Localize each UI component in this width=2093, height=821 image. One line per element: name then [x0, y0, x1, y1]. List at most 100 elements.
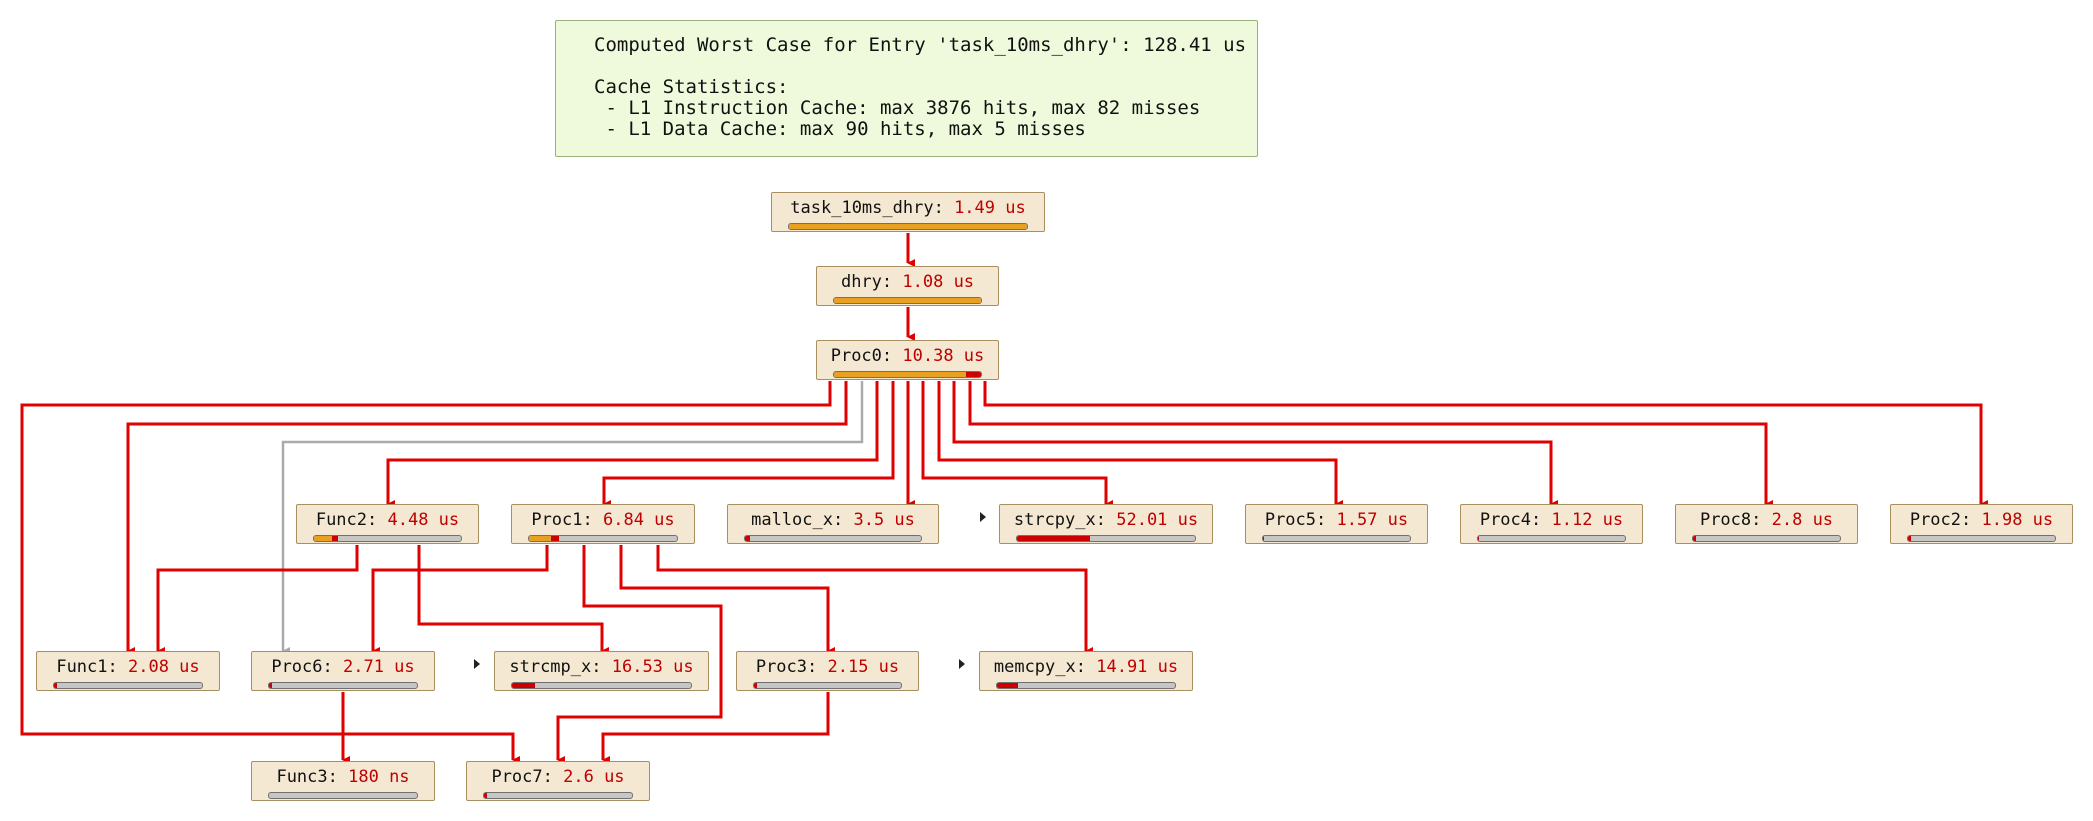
edge-proc0-to-proc8: [968, 381, 1773, 508]
timing-bar: [833, 297, 982, 304]
timing-bar: [788, 223, 1028, 230]
bar-hot-fill: [754, 683, 757, 688]
node-name: task_10ms_dhry: [790, 198, 934, 218]
timing-bar: [268, 682, 418, 689]
bar-hot-fill: [484, 793, 487, 798]
node-time: 1.98 us: [1981, 510, 2054, 530]
node-name: Func2: [315, 510, 368, 530]
timing-bar: [1262, 535, 1411, 542]
node-strcmp_x[interactable]: strcmp_x: 16.53 us: [494, 651, 709, 691]
node-proc8[interactable]: Proc8: 2.8 us: [1675, 504, 1858, 544]
edge-proc0-to-strcpy: [921, 381, 1113, 508]
bar-hot-fill: [331, 536, 338, 541]
node-time: 1.12 us: [1551, 510, 1624, 530]
bar-hot-fill: [512, 683, 536, 688]
bar-hot-fill: [1017, 536, 1090, 541]
node-time: 1.49 us: [954, 198, 1026, 218]
bar-self-fill: [529, 536, 552, 541]
node-func1[interactable]: Func1: 2.08 us: [36, 651, 220, 691]
expand-triangle-icon[interactable]: [474, 659, 480, 669]
node-time: 16.53 us: [611, 657, 694, 677]
wcet-summary-box: Computed Worst Case for Entry 'task_10ms…: [555, 20, 1258, 157]
node-name: dhry: [840, 272, 882, 292]
node-time: 2.6 us: [563, 767, 625, 787]
edge-proc1-to-proc7: [556, 545, 723, 764]
bar-hot-fill: [54, 683, 57, 688]
timing-bar: [833, 371, 982, 378]
node-time: 2.15 us: [827, 657, 900, 677]
edge-func2-to-func1: [156, 545, 359, 655]
node-name: Proc0: [830, 346, 882, 366]
node-time: 2.08 us: [128, 657, 200, 677]
bar-self-fill: [789, 224, 1027, 229]
node-time: 2.8 us: [1771, 510, 1834, 530]
edge-proc0-to-proc2: [983, 381, 1988, 508]
node-memcpy_x[interactable]: memcpy_x: 14.91 us: [979, 651, 1193, 691]
expand-triangle-icon[interactable]: [980, 512, 986, 522]
edge-proc0-to-proc5: [937, 381, 1343, 508]
node-name: Func1: [56, 657, 108, 677]
node-name: Proc8: [1699, 510, 1752, 530]
cache-stats-heading: Cache Statistics:: [594, 76, 789, 98]
l1-instruction-cache-line: - L1 Instruction Cache: max 3876 hits, m…: [594, 97, 1201, 119]
expand-triangle-icon[interactable]: [959, 659, 965, 669]
edge-proc1-to-memcpy: [656, 545, 1093, 655]
node-dhry[interactable]: dhry: 1.08 us: [816, 266, 999, 306]
edge-proc0-to-proc7: [20, 381, 832, 764]
node-proc2[interactable]: Proc2: 1.98 us: [1890, 504, 2073, 544]
node-time: 6.84 us: [603, 510, 675, 530]
worst-case-line: Computed Worst Case for Entry 'task_10ms…: [594, 34, 1247, 56]
l1-data-cache-line: - L1 Data Cache: max 90 hits, max 5 miss…: [594, 118, 1086, 140]
node-name: Proc5: [1264, 510, 1317, 530]
node-name: Proc7: [491, 767, 543, 787]
node-task_10ms_dhry[interactable]: task_10ms_dhry: 1.49 us: [771, 192, 1045, 232]
timing-bar: [996, 682, 1176, 689]
timing-bar: [483, 792, 633, 799]
node-time: 52.01 us: [1116, 510, 1199, 530]
timing-bar: [511, 682, 692, 689]
timing-bar: [1907, 535, 2056, 542]
edge-proc0-to-func1: [126, 381, 848, 655]
node-time: 2.71 us: [343, 657, 415, 677]
node-name: Proc1: [531, 510, 583, 530]
node-malloc_x[interactable]: malloc_x: 3.5 us: [727, 504, 939, 544]
timing-bar: [1016, 535, 1196, 542]
node-func2[interactable]: Func2: 4.48 us: [296, 504, 479, 544]
timing-bar: [744, 535, 922, 542]
edge-proc3-to-proc7: [601, 692, 830, 764]
node-time: 1.08 us: [902, 272, 975, 292]
node-time: 4.48 us: [387, 510, 460, 530]
bar-hot-fill: [1263, 536, 1265, 541]
timing-bar: [1477, 535, 1626, 542]
node-proc4[interactable]: Proc4: 1.12 us: [1460, 504, 1643, 544]
node-strcpy_x[interactable]: strcpy_x: 52.01 us: [999, 504, 1213, 544]
edge-proc1-to-proc3: [619, 545, 835, 655]
edge-proc0-to-proc6: [281, 381, 864, 655]
bar-hot-fill: [966, 372, 981, 377]
node-name: strcpy_x: [1013, 510, 1096, 530]
node-time: 10.38 us: [902, 346, 985, 366]
bar-hot-fill: [1908, 536, 1911, 541]
timing-bar: [753, 682, 902, 689]
bar-self-fill: [834, 372, 967, 377]
timing-bar: [53, 682, 203, 689]
bar-hot-fill: [269, 683, 272, 688]
edge-proc0-to-func2: [386, 381, 879, 508]
bar-hot-fill: [1478, 536, 1480, 541]
edge-proc0-to-proc4: [952, 381, 1558, 508]
edge-proc0-to-proc1: [602, 381, 895, 508]
node-proc1[interactable]: Proc1: 6.84 us: [511, 504, 695, 544]
node-proc0[interactable]: Proc0: 10.38 us: [816, 340, 999, 380]
bar-hot-fill: [551, 536, 559, 541]
node-name: Proc3: [755, 657, 808, 677]
node-proc3[interactable]: Proc3: 2.15 us: [736, 651, 919, 691]
node-proc7[interactable]: Proc7: 2.6 us: [466, 761, 650, 801]
bar-hot-fill: [1693, 536, 1696, 541]
node-name: Proc4: [1479, 510, 1532, 530]
node-func3[interactable]: Func3: 180 ns: [251, 761, 435, 801]
node-name: malloc_x: [751, 510, 833, 530]
timing-bar: [313, 535, 462, 542]
node-proc6[interactable]: Proc6: 2.71 us: [251, 651, 435, 691]
node-proc5[interactable]: Proc5: 1.57 us: [1245, 504, 1428, 544]
